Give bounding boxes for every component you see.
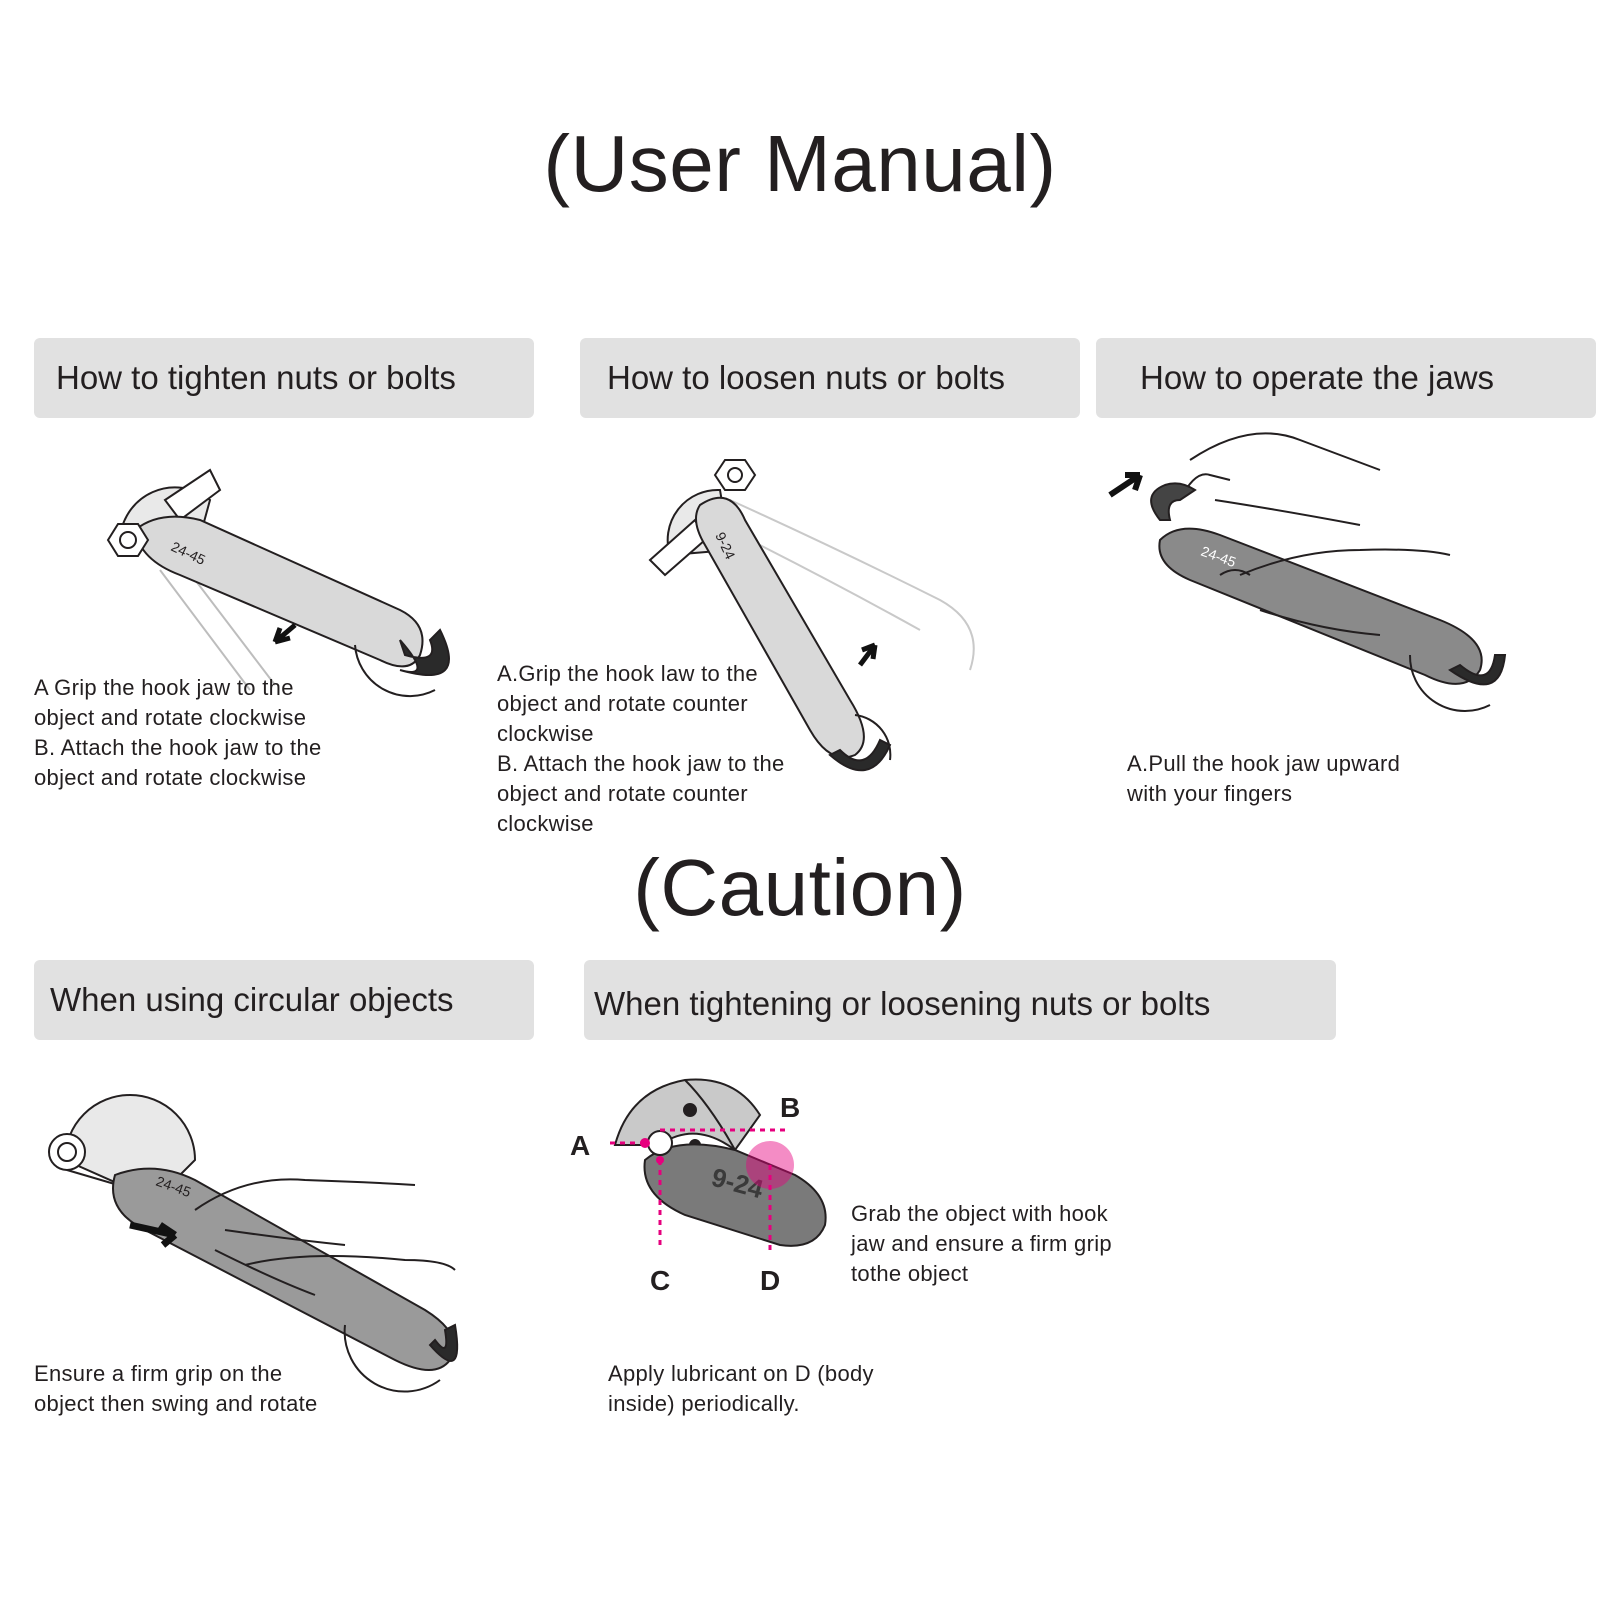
point-marker-c	[656, 1156, 664, 1164]
caption-circular-objects: Ensure a firm grip on the object then sw…	[34, 1361, 318, 1416]
point-marker-b	[746, 1141, 794, 1189]
caption-operate-jaws: A.Pull the hook jaw upward with your fin…	[1127, 751, 1401, 806]
arrow-icon	[858, 642, 878, 667]
arrow-icon	[129, 1221, 178, 1248]
arrow-icon	[272, 623, 297, 645]
caption-lubricant: Apply lubricant on D (body inside) perio…	[608, 1361, 874, 1416]
caution-title: (Caution)	[633, 843, 967, 932]
wrench-illustration-tighten: 24-45	[106, 468, 450, 698]
hand-illustration-circular: 24-45	[48, 1094, 459, 1393]
caption-tighten: A Grip the hook jaw to the object and ro…	[34, 675, 322, 790]
arrow-icon	[1108, 472, 1143, 498]
point-guides	[610, 1128, 785, 1250]
caption-loosen: A.Grip the hook law to the object and ro…	[497, 661, 785, 836]
caption-grab-object: Grab the object with hook jaw and ensure…	[851, 1201, 1112, 1286]
label-operate-jaws: How to operate the jaws	[1096, 338, 1596, 418]
label-tighten-loosen: When tightening or loosening nuts or bol…	[584, 960, 1336, 1040]
point-marker-a	[640, 1138, 650, 1148]
label-circular-objects: When using circular objects	[34, 960, 534, 1040]
label-loosen: How to loosen nuts or bolts	[580, 338, 1080, 418]
label-tighten: How to tighten nuts or bolts	[34, 338, 534, 418]
wrench-illustration-points: 9-24 A B C D	[570, 1078, 827, 1296]
point-label-a: A	[570, 1130, 590, 1161]
point-label-b: B	[780, 1092, 800, 1123]
point-label-d: D	[760, 1265, 780, 1296]
hand-illustration-operate: 24-45	[1108, 432, 1507, 712]
user-manual-title: (User Manual)	[543, 119, 1057, 208]
point-label-c: C	[650, 1265, 670, 1296]
wrench-illustration-loosen: 9-24	[648, 459, 975, 772]
